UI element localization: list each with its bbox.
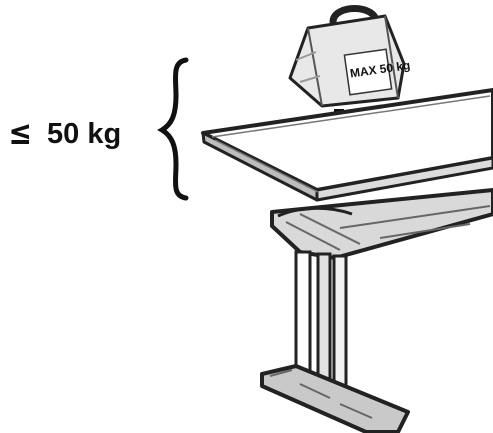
weight-icon: MAX 50 kg [288, 5, 411, 108]
height-brace [157, 57, 189, 201]
desk-foot [260, 364, 410, 433]
less-or-equal-symbol: ≤ [10, 113, 30, 153]
desk-frame [270, 188, 493, 260]
tabletop [201, 88, 493, 202]
max-load-label: 50 kg [47, 118, 121, 150]
